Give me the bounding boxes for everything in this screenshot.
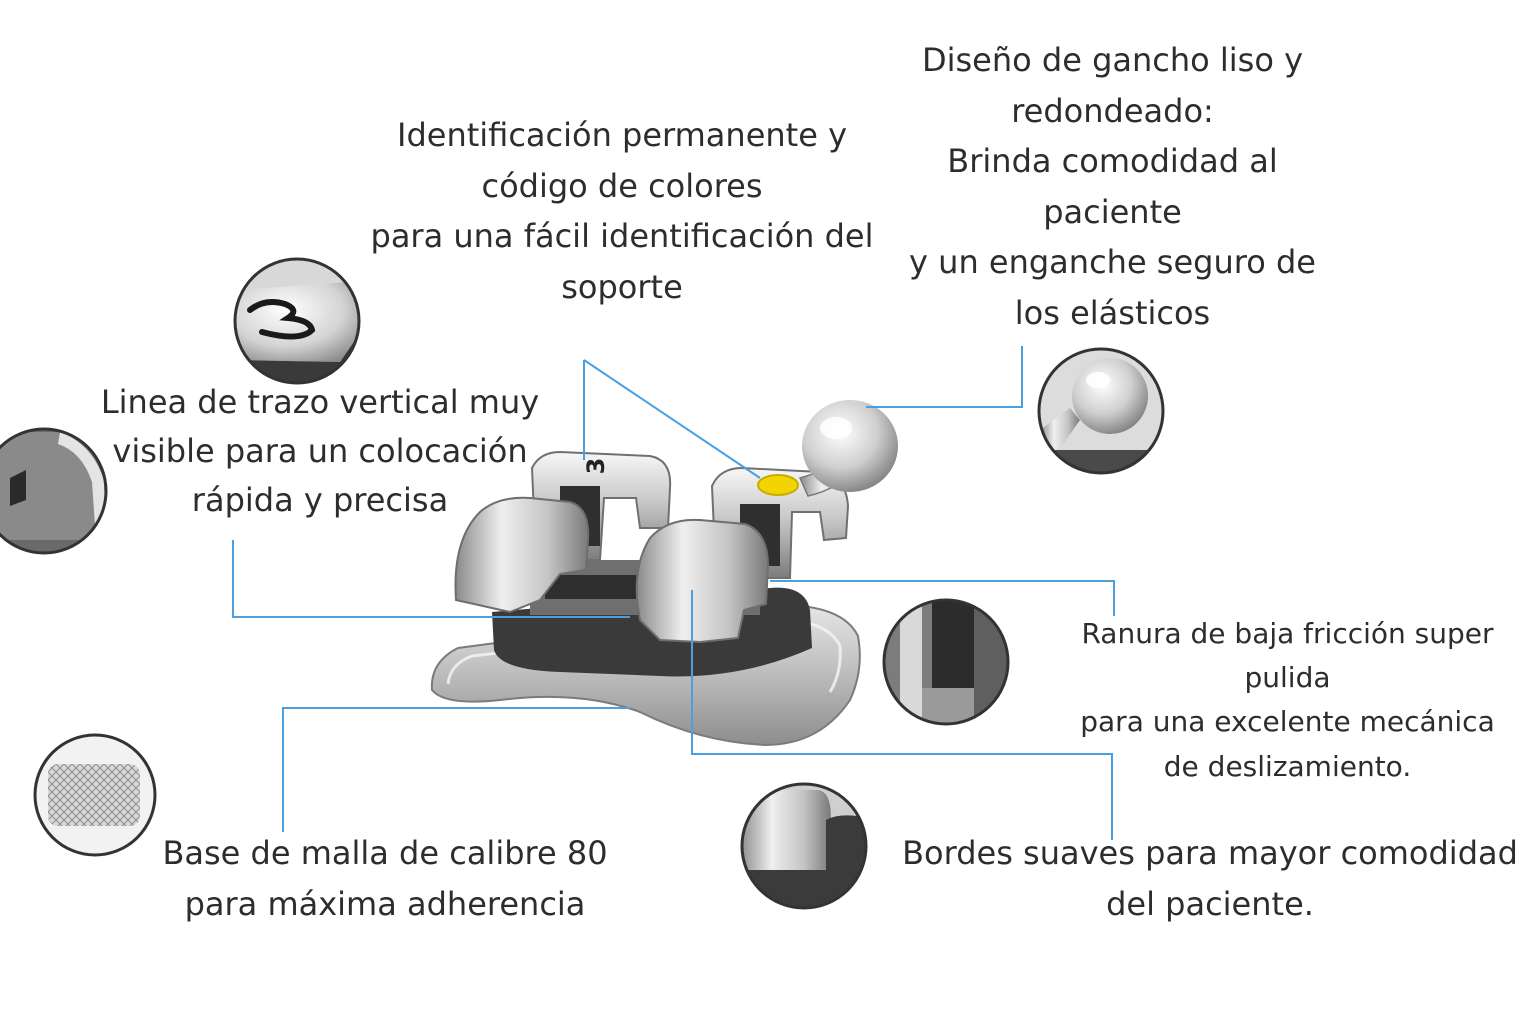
callout-identification: Identificación permanente y código de co… xyxy=(352,110,892,312)
callout-edges-line: del paciente. xyxy=(1106,884,1314,923)
color-code-dot xyxy=(757,474,799,496)
leader-line-edges xyxy=(691,590,1113,840)
mesh-zoom-icon xyxy=(33,733,157,857)
callout-slot-line: para una excelente mecánica xyxy=(1080,705,1495,739)
leader-line-vertical xyxy=(232,540,630,618)
orthodontic-bracket-illustration: 3 xyxy=(430,400,898,747)
edge-zoom-icon xyxy=(740,782,868,910)
leader-line-identification-dot xyxy=(583,359,761,479)
callout-slot: Ranura de baja fricción super pulida par… xyxy=(1060,612,1515,789)
callout-slot-line: pulida xyxy=(1244,661,1331,695)
callout-mesh-base: Base de malla de calibre 80 para máxima … xyxy=(120,828,650,929)
callout-identification-line: código de colores xyxy=(481,166,763,205)
callout-hook-line: Diseño de gancho liso y xyxy=(921,41,1304,79)
callout-hook-line: paciente xyxy=(1043,192,1182,231)
leader-lines xyxy=(232,346,1115,840)
leader-line-hook xyxy=(866,346,1023,408)
leader-line-mesh xyxy=(282,707,630,832)
callout-mesh-base-line: Base de malla de calibre 80 xyxy=(162,834,608,872)
slot-zoom-icon xyxy=(882,598,1010,726)
callout-mesh-base-line: para máxima adherencia xyxy=(184,884,586,923)
callout-edges: Bordes suaves para mayor comodidad del p… xyxy=(890,828,1530,929)
callout-identification-line: Identificación permanente y xyxy=(397,116,847,154)
bracket-id-number: 3 xyxy=(582,458,610,475)
callout-hook: Diseño de gancho liso y redondeado: Brin… xyxy=(890,35,1335,338)
callout-hook-line: los elásticos xyxy=(1014,293,1211,332)
callout-edges-line: Bordes suaves para mayor comodidad xyxy=(902,834,1518,872)
vertical-line-zoom-icon xyxy=(0,427,108,555)
tie-wing-front-left xyxy=(454,496,590,614)
callout-slot-line: Ranura de baja fricción super xyxy=(1081,617,1494,650)
callout-vertical-line: Linea de trazo vertical muy visible para… xyxy=(90,378,550,525)
tie-wing-front-right xyxy=(635,518,770,644)
numeral-zoom-icon xyxy=(233,257,361,385)
callout-identification-line: soporte xyxy=(561,267,683,306)
hook-zoom-icon xyxy=(1037,347,1165,475)
callout-hook-line: redondeado: xyxy=(1011,91,1214,130)
callout-identification-line: para una fácil identificación del xyxy=(370,217,874,256)
callout-vertical-line-text: visible para un colocación xyxy=(112,431,528,470)
hook-ball xyxy=(802,400,898,492)
callout-hook-line: Brinda comodidad al xyxy=(947,142,1278,181)
leader-line-slot xyxy=(770,580,1115,616)
callout-vertical-line-text: Linea de trazo vertical muy xyxy=(100,383,540,421)
callout-vertical-line-text: rápida y precisa xyxy=(191,480,449,519)
callout-hook-line: y un enganche seguro de xyxy=(909,243,1316,282)
callout-slot-line: de deslizamiento. xyxy=(1163,749,1412,783)
